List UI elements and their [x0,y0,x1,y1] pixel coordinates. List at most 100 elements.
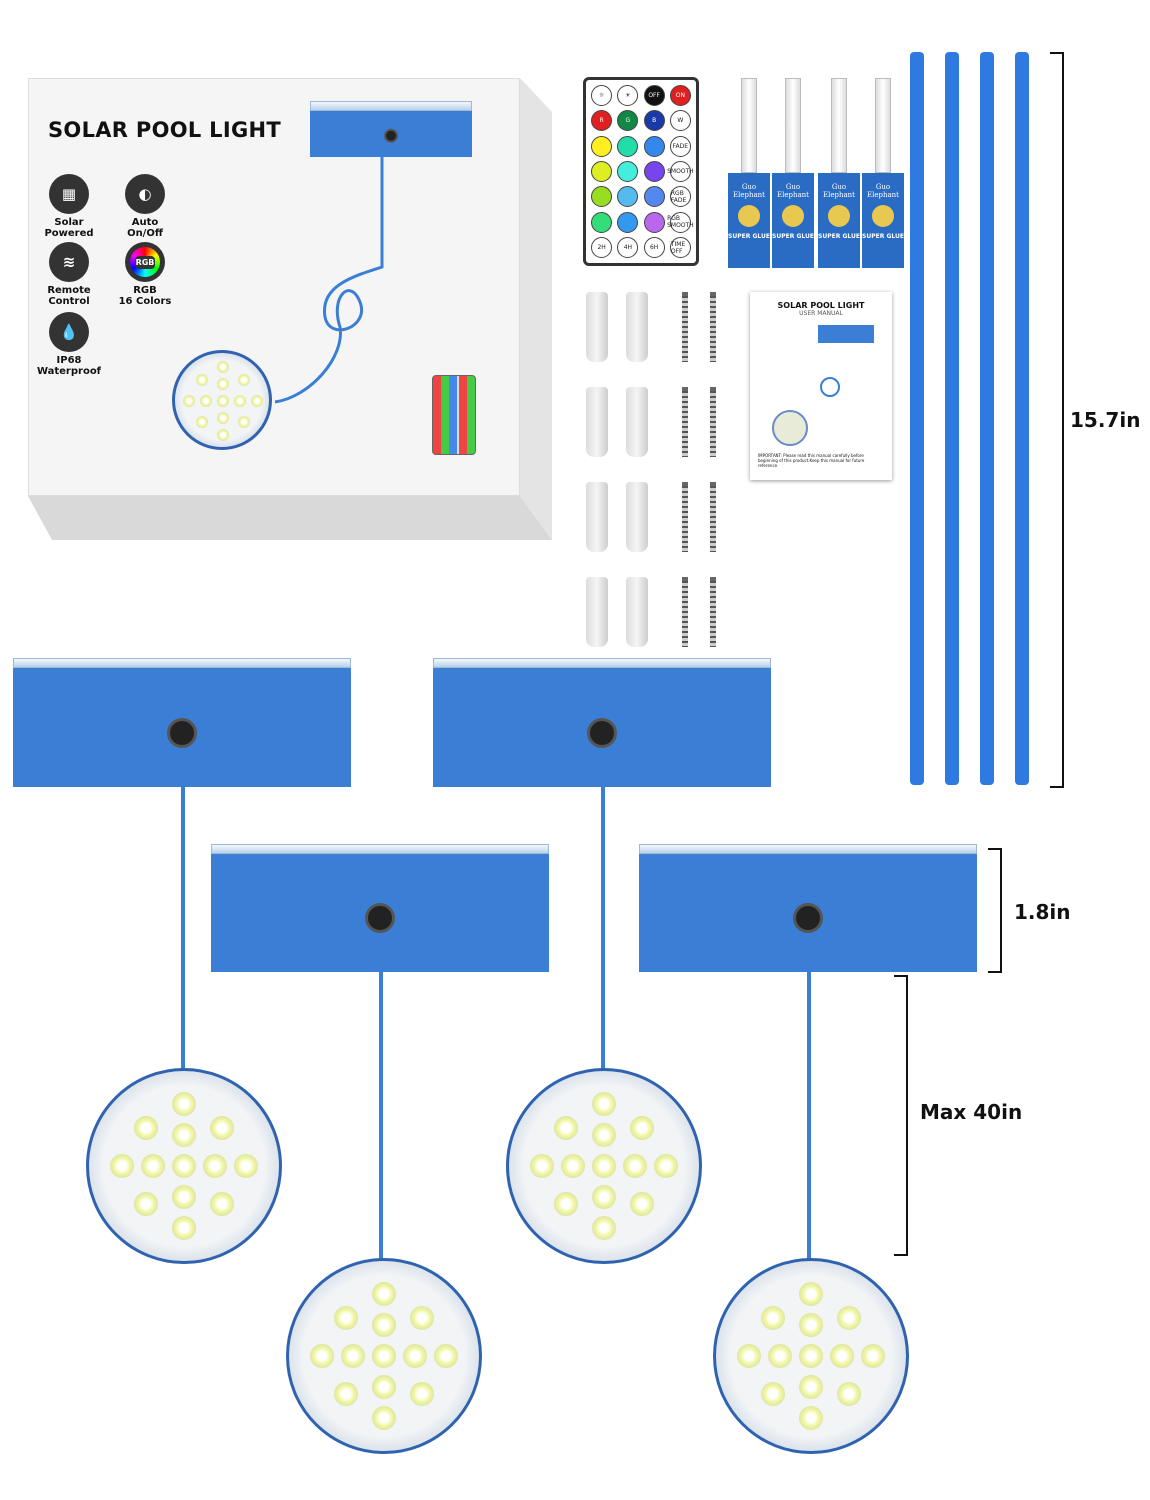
remote-button: FADE [669,135,691,157]
box-solar-unit-image [310,101,472,157]
led [251,395,264,407]
screw [710,292,716,362]
led [530,1154,554,1178]
led [217,377,229,390]
feature-label: 16 Colors [118,296,172,307]
glue-brand: Guo Elephant [777,183,809,199]
wall-anchor [586,387,608,457]
glue-brand: Guo Elephant [823,183,855,199]
led-light-disc [506,1068,702,1264]
led [210,1116,234,1140]
manual-cord-image [820,377,840,397]
led [561,1154,585,1178]
remote-button: 6H [643,237,665,259]
led [372,1313,396,1337]
manual-disc-image [772,410,808,446]
box-title: SOLAR POOL LIGHT [48,118,282,142]
led [761,1382,785,1406]
led [217,360,229,373]
led [737,1344,761,1368]
led [234,1154,258,1178]
led [592,1123,616,1147]
led [196,374,209,387]
power-button [793,903,823,933]
rgb-icon: RGB [125,242,165,282]
remote-button: 4H [617,237,639,259]
led [434,1344,458,1368]
box-bottom-face [28,496,552,540]
remote-button: TIME OFF [669,237,691,259]
unit-height-bracket [988,848,1002,973]
led [134,1192,158,1216]
box-light-disc-image [172,350,272,450]
led [172,1185,196,1209]
water-drop-icon: 💧 [49,312,89,352]
remote-button: R [591,110,613,132]
led [217,395,229,407]
wall-anchor [626,482,648,552]
led [110,1154,134,1178]
wall-anchor [586,577,608,647]
led [372,1344,396,1368]
user-manual: SOLAR POOL LIGHT USER MANUAL IMPORTANT: … [750,292,892,480]
led [768,1344,792,1368]
led [761,1306,785,1330]
led [199,395,212,407]
screw [682,292,688,362]
remote-control-icon: ≋ [49,242,89,282]
led-light-disc [86,1068,282,1264]
glue-brand: Guo Elephant [867,183,899,199]
led [203,1154,227,1178]
feature-label: On/Off [127,228,163,239]
led [210,1192,234,1216]
tie-length-label: 15.7in [1070,408,1141,432]
screw [710,482,716,552]
solar-unit [433,658,771,787]
led [592,1185,616,1209]
led [799,1344,823,1368]
auto-brightness-icon: ◐ [125,174,165,214]
glue-label: SUPER GLUE [862,233,904,240]
led [799,1313,823,1337]
solar-unit [211,844,549,972]
led [310,1344,334,1368]
box-cord-image [274,157,384,404]
led [630,1116,654,1140]
power-button [365,903,395,933]
solar-unit [639,844,977,972]
wall-anchor [626,577,648,647]
zip-tie [945,52,959,785]
led [799,1406,823,1430]
remote-button [617,211,639,233]
screw [682,482,688,552]
glue-label: SUPER GLUE [728,233,770,240]
remote-button [643,211,665,233]
led [334,1306,358,1330]
led [554,1116,578,1140]
feature-label: Powered [44,228,94,239]
led [372,1406,396,1430]
wall-anchor [626,292,648,362]
led [592,1216,616,1240]
manual-title: SOLAR POOL LIGHT [777,301,865,310]
zip-tie [1015,52,1029,785]
led [372,1375,396,1399]
led [830,1344,854,1368]
power-button [167,717,197,748]
unit-height-label: 1.8in [1014,900,1071,924]
led [837,1306,861,1330]
cord-length-label: Max 40in [920,1100,1023,1124]
wall-anchor [586,292,608,362]
led [196,415,209,428]
led [410,1382,434,1406]
feature-label: Waterproof [36,366,102,377]
led [237,374,250,387]
led [372,1282,396,1306]
remote-button: ON [669,84,691,106]
